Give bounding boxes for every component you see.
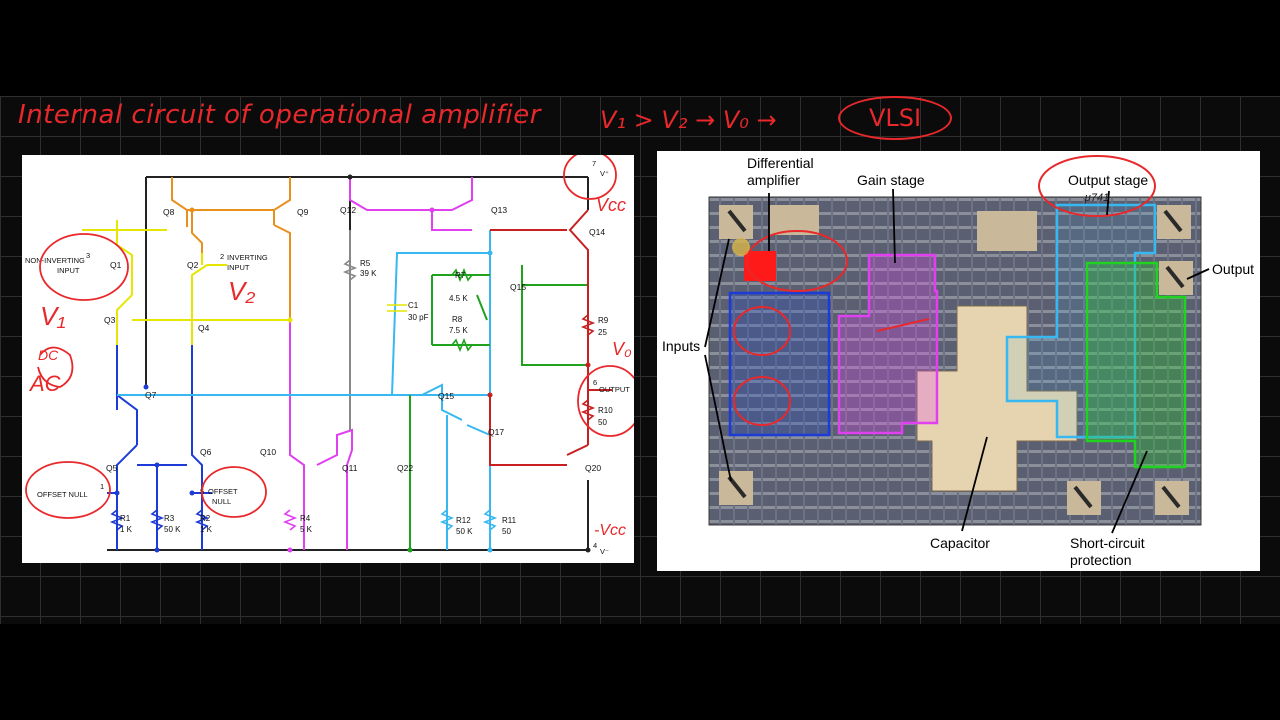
- label-q2: Q2: [187, 260, 199, 270]
- pin-1: 1: [100, 482, 104, 491]
- value-r9: 25: [598, 328, 607, 337]
- pin-4: 4: [593, 541, 597, 550]
- label-q9: Q9: [297, 207, 309, 217]
- label-q4: Q4: [198, 323, 210, 333]
- label-q20: Q20: [585, 463, 601, 473]
- pin-6: 6: [593, 378, 597, 387]
- value-r1: 1 K: [120, 525, 133, 534]
- annotation-v0: V₀: [612, 339, 632, 359]
- label-r2: R2: [200, 514, 211, 523]
- label-r10: R10: [598, 406, 613, 415]
- label-q11: Q11: [342, 463, 358, 473]
- label-r11: R11: [502, 516, 517, 525]
- annotation-vcc: Vcc: [596, 195, 626, 215]
- op-amp-schematic: Q8 Q9 Q1 Q2 Q3 Q4 Q7 Q5 Q6 Q10 Q11 Q12 Q…: [25, 150, 643, 556]
- label-q3: Q3: [104, 315, 116, 325]
- label-differential-amplifier-text: Differential amplifier: [747, 155, 814, 188]
- value-r12: 50 K: [456, 527, 473, 536]
- annotation-neg-vcc: -Vcc: [594, 522, 626, 539]
- label-inverting-2: INPUT: [227, 263, 250, 272]
- label-r7: R7: [455, 271, 466, 280]
- value-r10: 50: [598, 418, 607, 427]
- annotation-v2: V₂: [228, 276, 255, 306]
- label-c1: C1: [408, 301, 419, 310]
- label-r12: R12: [456, 516, 471, 525]
- label-offset-null-right-1: OFFSET: [208, 487, 238, 496]
- label-q15-bottom: Q15: [438, 391, 454, 401]
- label-gain-stage: Gain stage: [857, 172, 925, 188]
- label-output: OUTPUT: [599, 385, 630, 394]
- label-output: Output: [1212, 261, 1255, 277]
- value-r5: 39 K: [360, 269, 377, 278]
- label-r9: R9: [598, 316, 609, 325]
- label-r8: R8: [452, 315, 463, 324]
- label-offset-null-right-2: NULL: [212, 497, 231, 506]
- label-q7: Q7: [145, 390, 157, 400]
- die-photo: μ741: [704, 155, 1210, 534]
- label-q13: Q13: [491, 205, 507, 215]
- die-photo-panel: μ741: [657, 151, 1260, 571]
- label-inputs: Inputs: [662, 338, 701, 354]
- pin-2: 2: [220, 252, 224, 261]
- annotation-dc: DC: [38, 347, 59, 363]
- label-q14: Q14: [589, 227, 605, 237]
- value-r7: 4.5 K: [449, 294, 468, 303]
- note-equation: V₁ > V₂ → V₀ →: [600, 106, 777, 134]
- label-r4: R4: [300, 514, 311, 523]
- label-v-minus: V⁻: [600, 547, 609, 556]
- label-q6: Q6: [200, 447, 212, 457]
- differential-red-marker: [744, 251, 776, 281]
- label-r5: R5: [360, 259, 371, 268]
- label-inverting-1: INVERTING: [227, 253, 268, 262]
- label-non-inverting-2: INPUT: [57, 266, 80, 275]
- label-r1: R1: [120, 514, 131, 523]
- pin-3: 3: [86, 251, 90, 260]
- value-r8: 7.5 K: [449, 326, 468, 335]
- label-capacitor: Capacitor: [930, 535, 990, 551]
- label-q12: Q12: [340, 205, 356, 215]
- value-r3: 50 K: [164, 525, 181, 534]
- value-c1: 30 pF: [408, 313, 429, 322]
- label-q1: Q1: [110, 260, 122, 270]
- label-output-stage: Output stage: [1068, 172, 1149, 188]
- pin-7: 7: [592, 159, 596, 168]
- page-title: Internal circuit of operational amplifie…: [18, 100, 541, 130]
- annotation-ac: AC: [28, 371, 61, 396]
- label-offset-null-left: OFFSET NULL: [37, 490, 88, 499]
- label-q10: Q10: [260, 447, 276, 457]
- label-v-plus: V⁺: [600, 169, 609, 178]
- label-q17: Q17: [488, 427, 504, 437]
- label-short-circuit-protection: Short-circuit protection: [1070, 535, 1145, 568]
- label-q15-top: Q15: [510, 282, 526, 292]
- label-q8: Q8: [163, 207, 175, 217]
- note-vlsi: VLSI: [838, 96, 952, 140]
- chip-mark: μ741: [1084, 192, 1109, 204]
- value-r11: 50: [502, 527, 511, 536]
- label-q22: Q22: [397, 463, 413, 473]
- label-r3: R3: [164, 514, 175, 523]
- schematic-panel: Q8 Q9 Q1 Q2 Q3 Q4 Q7 Q5 Q6 Q10 Q11 Q12 Q…: [22, 150, 643, 563]
- label-q5: Q5: [106, 463, 118, 473]
- annotation-v1: V₁: [40, 301, 66, 331]
- label-non-inverting-1: NON-INVERTING: [25, 256, 85, 265]
- value-r2: 1 K: [200, 525, 213, 534]
- value-r4: 5 K: [300, 525, 313, 534]
